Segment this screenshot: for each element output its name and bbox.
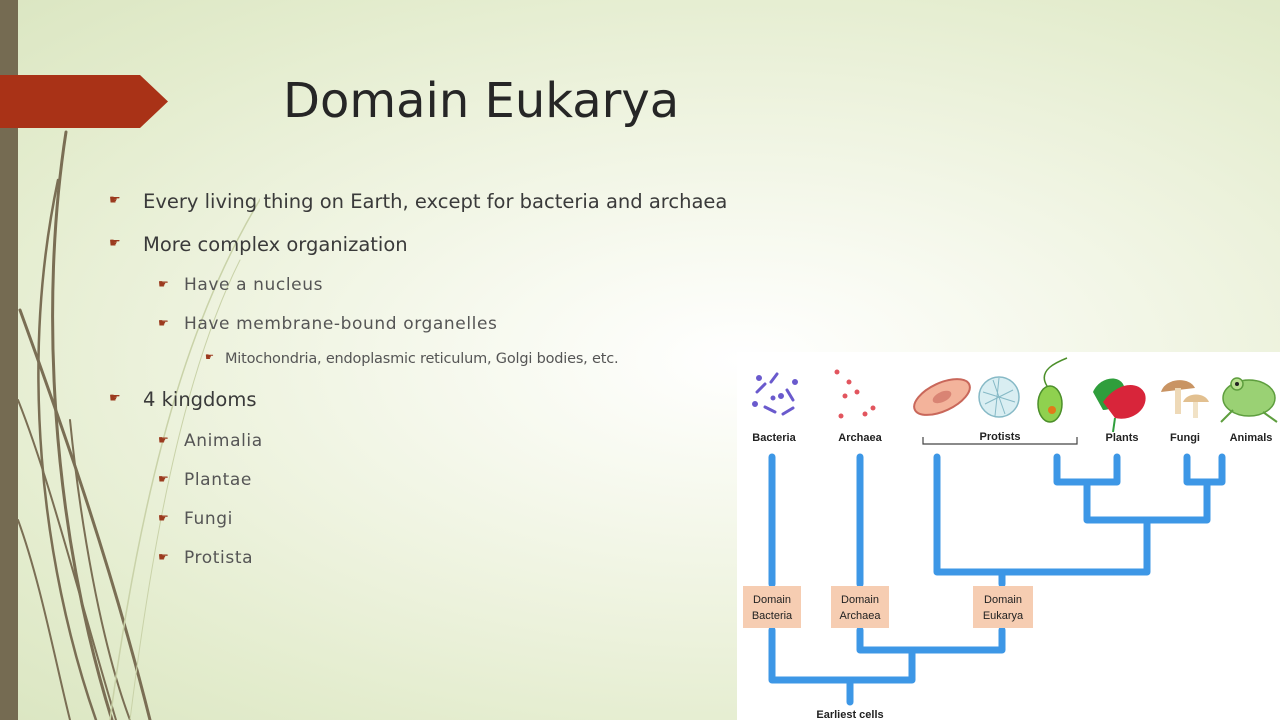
slide-title: Domain Eukarya xyxy=(283,73,680,129)
plants-label: Plants xyxy=(1105,432,1138,444)
bacteria-label: Bacteria xyxy=(752,432,796,444)
bullet-item: ☛ 4 kingdoms xyxy=(109,388,329,414)
domain-eukarya-line2: Eukarya xyxy=(983,610,1024,622)
protists-label: Protists xyxy=(980,431,1021,443)
protists-illustration xyxy=(913,357,1068,423)
tree-branches xyxy=(768,453,1226,706)
phylogenetic-tree-image: Bacteria Archaea Protists Plants Fungi A… xyxy=(737,352,1280,720)
bullet-text: 4 kingdoms xyxy=(143,388,257,411)
bullet-item: ☛ Have membrane-bound organelles xyxy=(158,314,578,336)
plants-illustration xyxy=(1093,378,1146,433)
archaea-illustration xyxy=(834,369,876,419)
bullet-text: More complex organization xyxy=(143,233,408,256)
bullet-hand-icon: ☛ xyxy=(158,550,170,564)
domain-box-bacteria: Domain Bacteria xyxy=(743,586,801,628)
domain-bacteria-line2: Bacteria xyxy=(752,610,793,622)
bullet-text: Have a nucleus xyxy=(184,275,324,295)
bullet-item: ☛ Every living thing on Earth, except fo… xyxy=(109,190,869,216)
bullet-item: ☛ Animalia xyxy=(158,431,358,453)
domain-box-archaea: Domain Archaea xyxy=(831,586,889,628)
bullet-hand-icon: ☛ xyxy=(158,277,170,291)
bullet-text: Fungi xyxy=(184,509,233,529)
bullet-hand-icon: ☛ xyxy=(158,433,170,447)
bullet-text: Every living thing on Earth, except for … xyxy=(143,190,728,213)
archaea-label: Archaea xyxy=(838,432,882,444)
bullet-item: ☛ Plantae xyxy=(158,470,358,492)
bullet-text: Have membrane-bound organelles xyxy=(184,314,498,334)
bullet-text: Mitochondria, endoplasmic reticulum, Gol… xyxy=(225,351,619,367)
bullet-text: Protista xyxy=(184,548,254,568)
bullet-hand-icon: ☛ xyxy=(205,352,214,363)
bullet-item: ☛ Protista xyxy=(158,548,358,570)
domain-bacteria-line1: Domain xyxy=(753,594,791,606)
fungi-label: Fungi xyxy=(1170,432,1200,444)
bullet-hand-icon: ☛ xyxy=(158,472,170,486)
animals-label: Animals xyxy=(1230,432,1273,444)
tree-svg: Bacteria Archaea Protists Plants Fungi A… xyxy=(743,357,1278,720)
grass-decoration xyxy=(17,130,260,720)
domain-archaea-line1: Domain xyxy=(841,594,879,606)
bacteria-illustration xyxy=(752,372,798,416)
bullet-hand-icon: ☛ xyxy=(158,511,170,525)
bullet-hand-icon: ☛ xyxy=(109,391,121,406)
bullet-text: Animalia xyxy=(184,431,263,451)
left-accent-bar xyxy=(0,0,18,720)
earliest-cells-label: Earliest cells xyxy=(816,709,883,720)
bullet-hand-icon: ☛ xyxy=(158,316,170,330)
bullet-item: ☛ Fungi xyxy=(158,509,358,531)
bullet-item: ☛ More complex organization xyxy=(109,233,529,259)
bullet-item: ☛ Mitochondria, endoplasmic reticulum, G… xyxy=(205,351,740,371)
domain-box-eukarya: Domain Eukarya xyxy=(973,586,1033,628)
title-accent-tab xyxy=(0,75,168,128)
domain-eukarya-line1: Domain xyxy=(984,594,1022,606)
fungi-illustration xyxy=(1161,380,1209,418)
bullet-hand-icon: ☛ xyxy=(109,236,121,251)
animals-illustration xyxy=(1220,377,1278,423)
domain-archaea-line2: Archaea xyxy=(840,610,882,622)
bullet-text: Plantae xyxy=(184,470,252,490)
bullet-hand-icon: ☛ xyxy=(109,193,121,208)
bullet-item: ☛ Have a nucleus xyxy=(158,275,418,297)
